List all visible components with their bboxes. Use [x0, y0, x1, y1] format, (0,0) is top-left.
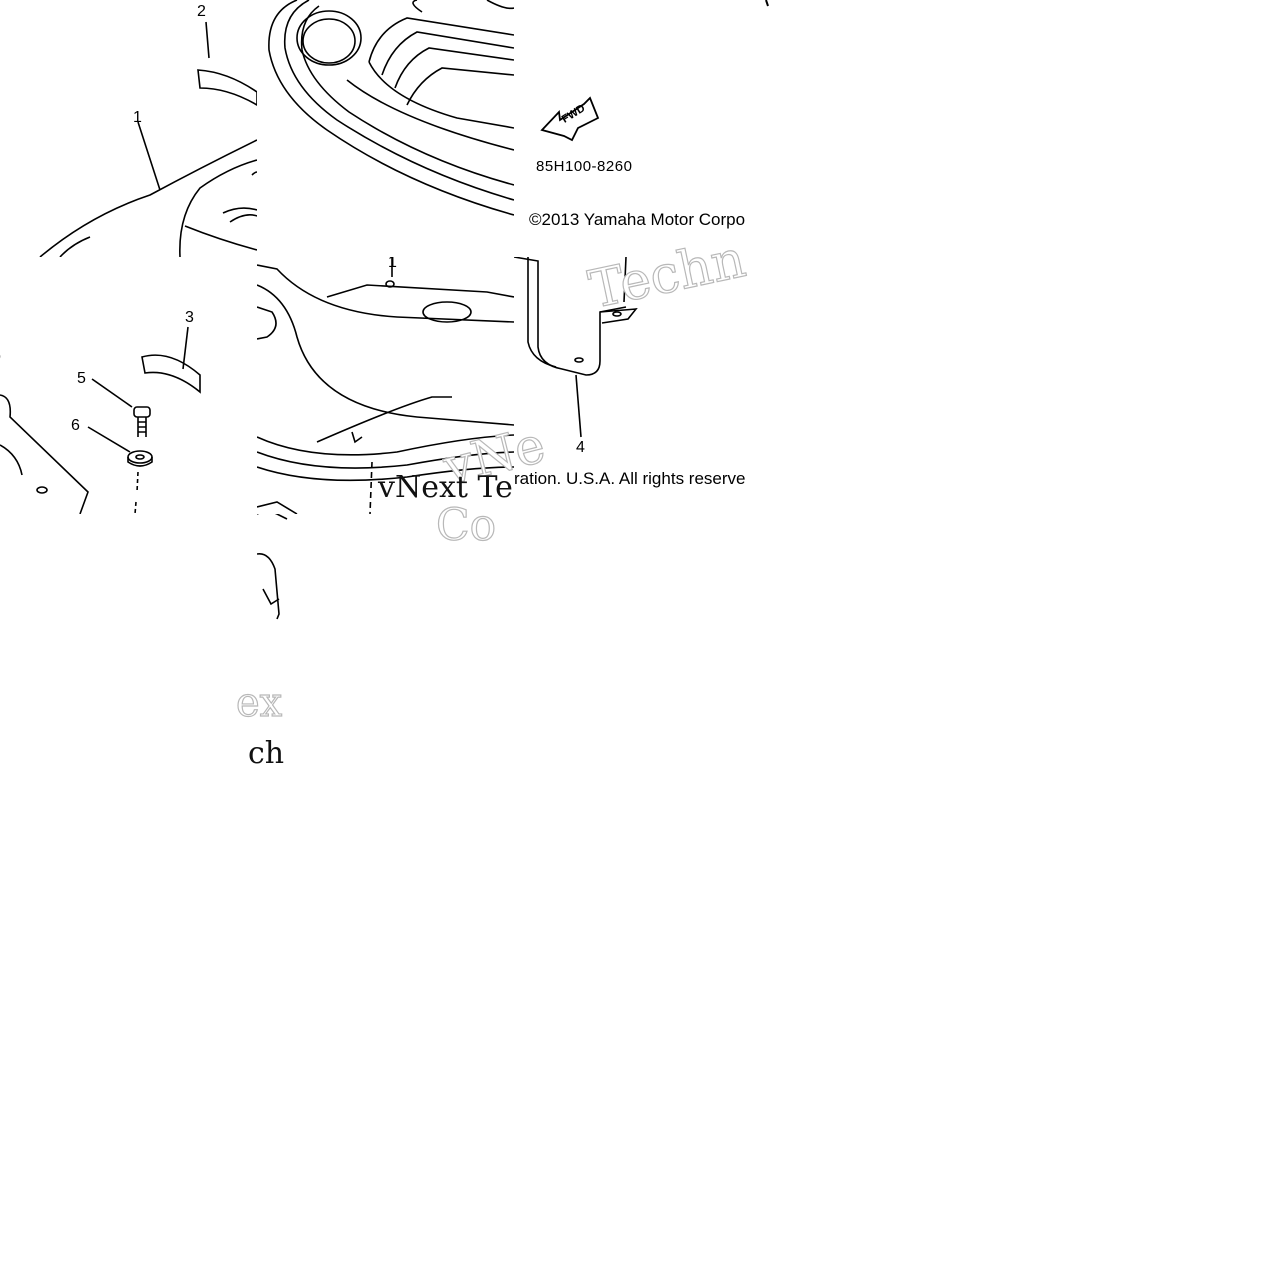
watermark-left-2: ch — [248, 736, 285, 771]
cover-top-left-drawing — [39, 21, 257, 257]
tile-top-middle — [257, 0, 514, 257]
callout-2: 2 — [197, 3, 206, 20]
callout-1: 1 — [133, 109, 142, 126]
part-code: 85H100-8260 — [536, 158, 633, 175]
deck-underside-drawing — [257, 257, 514, 514]
watermark-low: Co — [435, 499, 497, 551]
tile-center: 1 — [257, 257, 514, 514]
callout-4: 4 — [576, 439, 585, 456]
copyright-line-1: ©2013 Yamaha Motor Corpo — [529, 210, 746, 229]
deck-top-drawing — [268, 0, 514, 216]
callout-6: 6 — [71, 417, 80, 434]
tile-lower: d. — [257, 514, 514, 771]
callout-1-center: 1 — [388, 257, 397, 271]
callout-cut-left: o — [0, 348, 1, 366]
lower-fragment-drawing — [257, 514, 288, 620]
fwd-arrow-drawing — [540, 0, 769, 142]
tile-mid-right: 4 ration. U.S.A. All rights reserve — [514, 257, 771, 514]
fasteners-drawing — [0, 326, 201, 514]
watermark-left-1: ex — [235, 679, 283, 726]
callout-5: 5 — [77, 370, 86, 387]
tile-top-left: 2 1 — [0, 0, 257, 257]
bracket-4-drawing — [514, 257, 638, 438]
callout-3: 3 — [185, 309, 194, 326]
tile-mid-left: 3 5 6 — [0, 257, 257, 514]
tile-top-right: FWD 85H100-8260 ©2013 Yamaha Motor Corpo — [514, 0, 771, 257]
watermark-solid: vNext Te — [378, 470, 513, 505]
copyright-line-2: ration. U.S.A. All rights reserve — [514, 469, 746, 488]
